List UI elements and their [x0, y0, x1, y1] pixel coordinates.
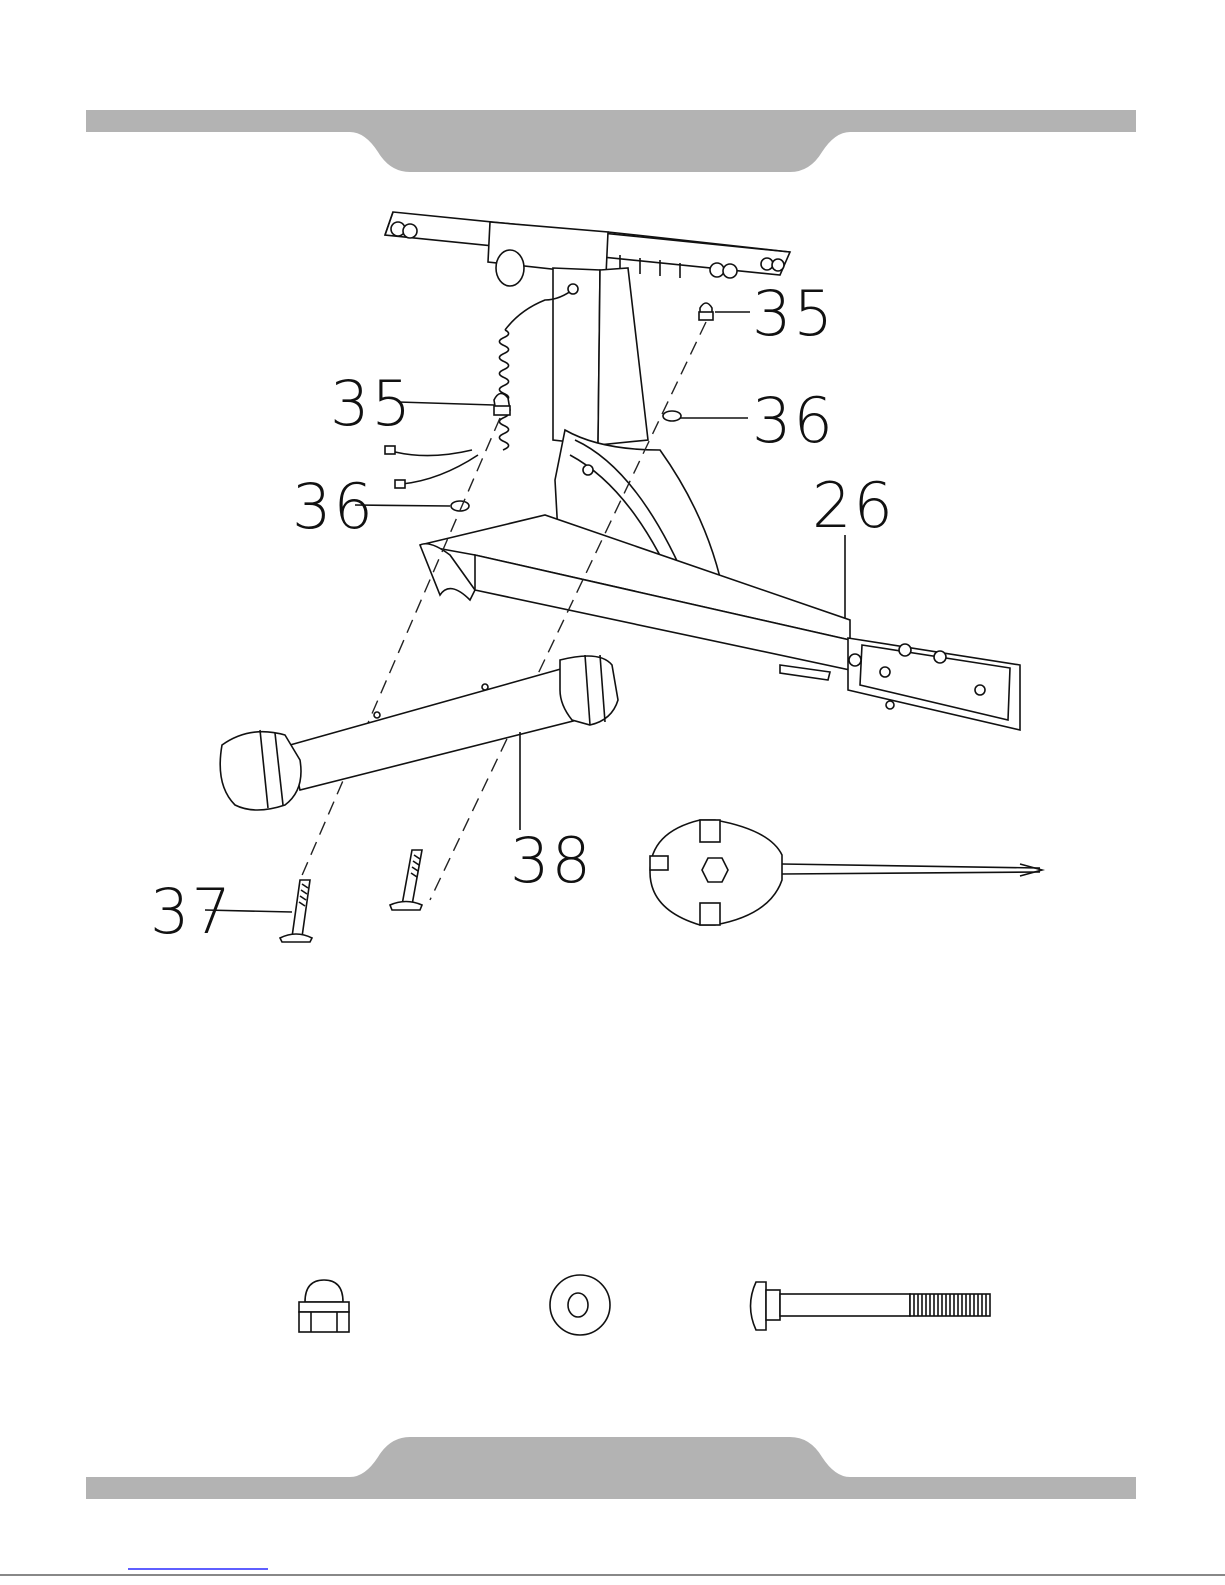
carriage-bolt-b — [390, 850, 422, 910]
cap-nut-icon — [299, 1280, 349, 1332]
washer-icon — [550, 1275, 610, 1335]
top-banner — [86, 110, 1136, 172]
callout-36-upper: 36 — [752, 384, 835, 457]
callout-36-left: 36 — [292, 470, 375, 543]
callout-38: 38 — [510, 824, 593, 897]
washer-upper — [663, 411, 681, 421]
carriage-bolt-icon — [751, 1282, 991, 1330]
multi-wrench-icon — [650, 820, 1042, 925]
cap-nut-upper — [699, 303, 713, 320]
rear-stabilizer — [220, 655, 618, 810]
bottom-banner — [86, 1437, 1136, 1499]
callout-35-upper: 35 — [752, 277, 835, 350]
callout-37: 37 — [150, 875, 233, 948]
carriage-bolt-a — [280, 880, 312, 942]
callout-26: 26 — [812, 469, 895, 542]
sensor-wire — [385, 284, 578, 488]
upright-post — [553, 268, 648, 445]
cap-nut-left — [494, 393, 510, 415]
callout-35-left: 35 — [330, 367, 413, 440]
